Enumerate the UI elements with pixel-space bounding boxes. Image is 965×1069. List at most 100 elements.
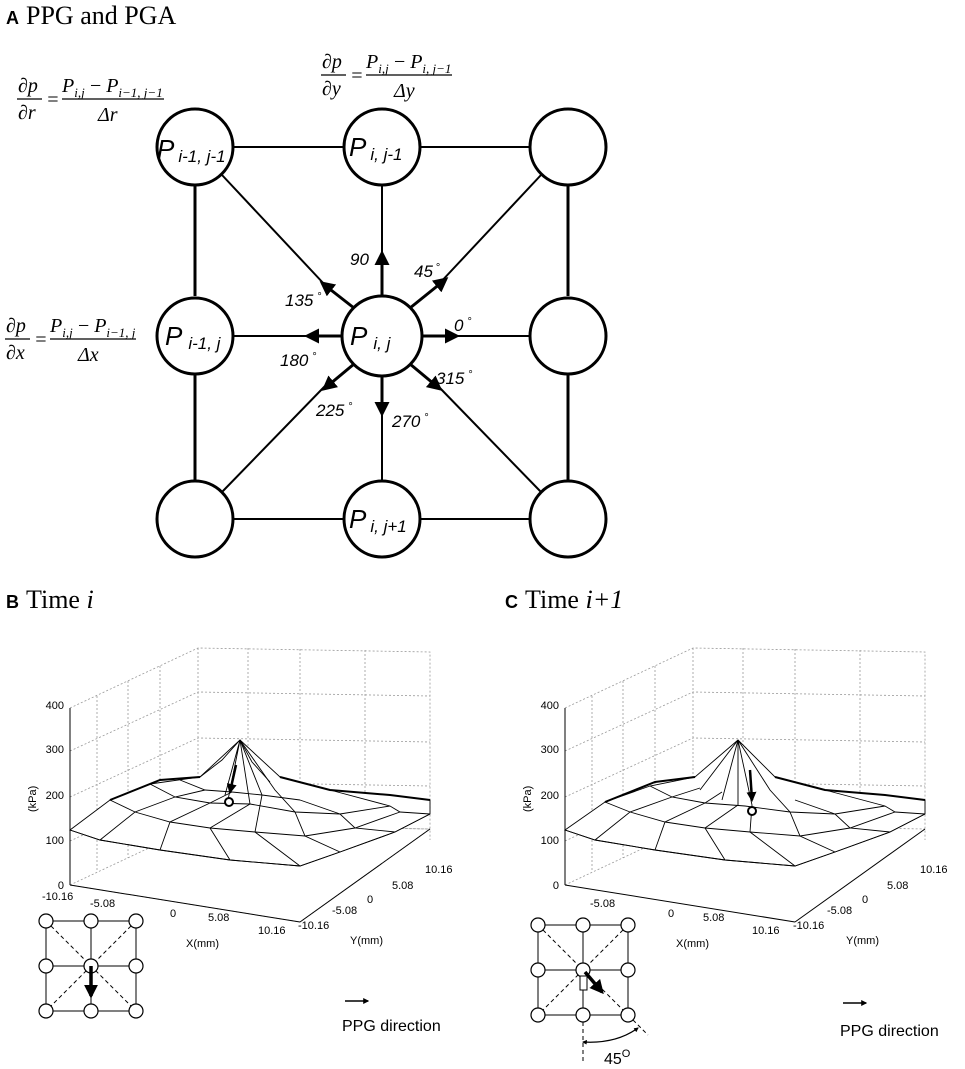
arrow-135 — [319, 281, 355, 310]
plot-b-xtick-4: 5.08 — [208, 912, 229, 924]
plot-c-ztick-300: 300 — [541, 744, 559, 756]
eq-dr-numerator: Pi,j−Pi−1, j−1 — [61, 75, 163, 100]
plot-c-ytick-3: 0 — [862, 894, 868, 906]
plot-c-ztick-100: 100 — [541, 835, 559, 847]
plot-c-y-axis — [794, 828, 926, 923]
eq-dr-lhs-num: ∂p — [18, 75, 38, 97]
plot-b-ztick-100: 100 — [46, 835, 64, 847]
angle-135: 135° — [285, 291, 322, 310]
plot-b-gradient-arrow — [226, 764, 238, 794]
plot-c-ztick-400: 400 — [541, 700, 559, 712]
plot-c-xtick-2: -5.08 — [590, 898, 615, 910]
plot-c-ytick-1: 10.16 — [920, 864, 948, 876]
plot-b-x-label: X(mm) — [186, 938, 219, 950]
plot-c-xtick-3: 0 — [668, 908, 674, 920]
panel-a-letter: A — [6, 8, 19, 28]
eq-dr-lhs-den: ∂r — [18, 102, 36, 124]
plot-b-y-axis — [299, 828, 431, 923]
mini-grid-b — [38, 913, 144, 1019]
direction-arrows — [304, 250, 460, 417]
node-top-right — [528, 107, 608, 187]
plot-b-x-axis — [69, 884, 301, 923]
mini-grid-c-direction-arrow — [583, 970, 604, 995]
diag-top-left — [221, 174, 326, 286]
node-top-mid — [342, 107, 422, 187]
eq-dy-numerator: Pi,j−Pi, j−1 — [365, 51, 451, 76]
eq-dy-lhs-num: ∂p — [322, 51, 342, 73]
eq-dx-numerator: Pi,j−Pi−1, j — [49, 315, 136, 340]
plot-b-xtick-1: -10.16 — [42, 891, 73, 903]
panel-a-title: PPG and PGA — [26, 1, 176, 30]
plot-c-ztick-0: 0 — [553, 880, 559, 892]
plot-b-ztick-400: 400 — [46, 700, 64, 712]
mini-grid-c-angle-note: 45O — [604, 1048, 631, 1068]
plot-c-xtick-4: 5.08 — [703, 912, 724, 924]
plot-b-z-label: (kPa) — [27, 786, 39, 812]
plot-c-ztick-200: 200 — [541, 790, 559, 802]
angle-45: 45° — [414, 262, 440, 281]
plot-b-surface — [69, 739, 431, 867]
pressure-nodes — [155, 107, 608, 559]
plot-c-x-label: X(mm) — [676, 938, 709, 950]
eq-dr-den: Δr — [97, 104, 118, 126]
arrow-315 — [409, 362, 443, 391]
plot-b-ytick-5: -10.16 — [298, 920, 329, 932]
node-bottom-left — [155, 479, 235, 559]
plot-c-y-label: Y(mm) — [846, 935, 879, 947]
plot-b-ytick-1: 10.16 — [425, 864, 453, 876]
eq-dx-equals: = — [34, 329, 48, 351]
plot-c-ytick-5: -10.16 — [793, 920, 824, 932]
arrow-225 — [321, 362, 355, 391]
panel-c-letter: C — [505, 592, 518, 612]
legend-c-text: PPG direction — [840, 1023, 939, 1040]
plot-b-ztick-200: 200 — [46, 790, 64, 802]
eq-dy-equals: = — [350, 65, 364, 87]
plot-c-surface — [564, 739, 926, 867]
diag-top-right — [437, 174, 542, 286]
node-bottom-mid — [342, 479, 422, 559]
mini-grid-c-angle-arc — [582, 1027, 639, 1045]
plot-b-ytick-4: -5.08 — [332, 905, 357, 917]
panel-a: A PPG and PGA — [5, 1, 608, 559]
plot-c-gradient-arrow — [746, 769, 757, 802]
equation-dp-dr: ∂p ∂r = Pi,j−Pi−1, j−1 Δr — [17, 75, 164, 126]
plot-b-xtick-2: -5.08 — [90, 898, 115, 910]
angle-315: 315° — [436, 369, 473, 388]
diag-bottom-left — [221, 385, 326, 493]
eq-dx-den: Δx — [77, 344, 99, 366]
node-grid-lines — [193, 146, 570, 520]
plot-b-ytick-3: 0 — [367, 894, 373, 906]
plot-c-x-axis — [564, 884, 796, 923]
eq-dx-lhs-num: ∂p — [6, 315, 26, 337]
plot-b-ztick-0: 0 — [58, 880, 64, 892]
angle-0: 0° — [454, 316, 472, 335]
arrow-45 — [409, 277, 449, 310]
equation-dp-dx: ∂p ∂x = Pi,j−Pi−1, j Δx — [5, 315, 136, 366]
eq-dx-lhs-den: ∂x — [6, 342, 25, 364]
eq-dy-den: Δy — [393, 80, 415, 102]
plot-c-ppg-point — [747, 806, 757, 816]
angle-225: 225° — [315, 401, 353, 420]
plot-c-z-label: (kPa) — [522, 786, 534, 812]
angle-90: 90 — [350, 250, 369, 269]
node-top-left — [155, 107, 235, 187]
equation-dp-dy: ∂p ∂y = Pi,j−Pi, j−1 Δy — [321, 51, 452, 102]
plot-b-ytick-2: 5.08 — [392, 880, 413, 892]
eq-dr-equals: = — [46, 89, 60, 111]
plot-b-ppg-point — [224, 797, 234, 807]
panel-b-title: Time i — [26, 585, 94, 614]
node-center — [340, 294, 424, 378]
mini-grid-c-prev-arrow — [579, 975, 588, 991]
panel-c: C Time i+1 400 300 200 100 — [505, 585, 948, 1068]
surface-plot-c: 400 300 200 100 0 (kPa) -5.08 0 5.08 10.… — [522, 647, 948, 950]
plot-b-ztick-300: 300 — [46, 744, 64, 756]
angle-180: 180° — [280, 351, 317, 370]
panel-c-title: Time i+1 — [525, 585, 623, 614]
surface-plot-b: 400 300 200 100 0 (kPa) -10.16 -5.08 0 5… — [27, 647, 453, 950]
plot-b-xtick-5: 10.16 — [258, 925, 286, 937]
node-bottom-right — [528, 479, 608, 559]
